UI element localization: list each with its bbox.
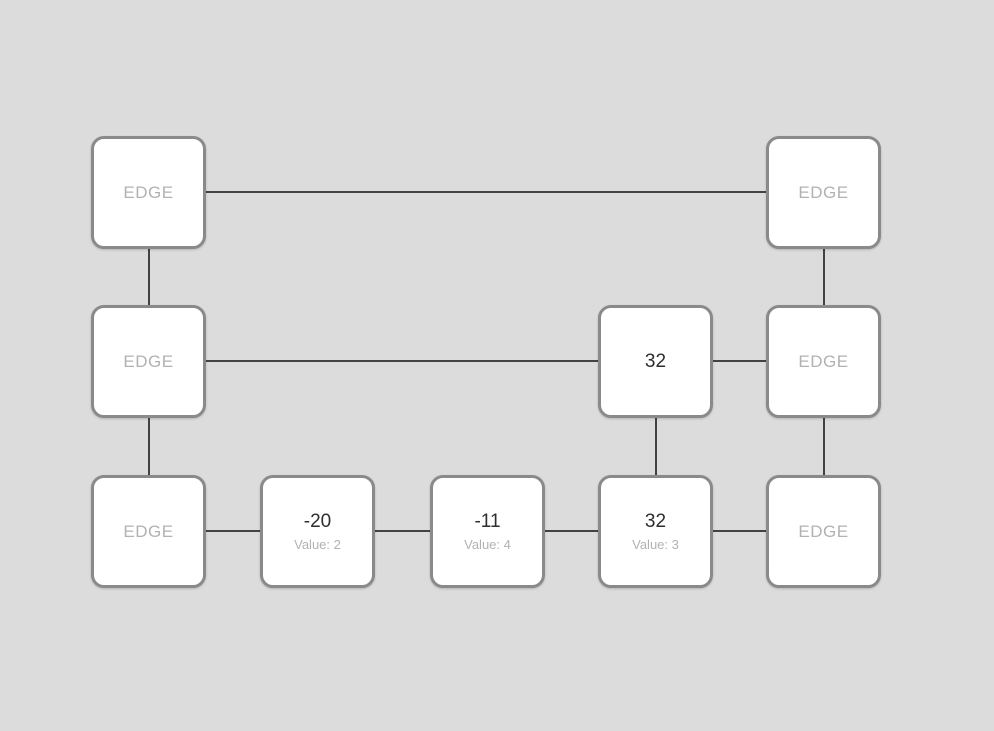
node-label: 32 xyxy=(644,511,667,532)
node-sub-label: Value: 3 xyxy=(632,537,679,552)
graph-node-edge-placeholder[interactable]: EDGE xyxy=(91,305,206,418)
graph-connector xyxy=(148,418,150,475)
graph-connector xyxy=(823,249,825,305)
graph-connector xyxy=(655,418,657,475)
graph-connector xyxy=(206,360,598,362)
graph-node-edge-placeholder[interactable]: EDGE xyxy=(91,475,206,588)
graph-node-edge-placeholder[interactable]: EDGE xyxy=(766,475,881,588)
node-label: 32 xyxy=(644,351,667,372)
node-label: EDGE xyxy=(798,352,849,371)
graph-connector xyxy=(713,530,766,532)
node-label: EDGE xyxy=(123,522,174,541)
node-sub-label: Value: 4 xyxy=(464,537,511,552)
graph-connector xyxy=(375,530,430,532)
node-label: EDGE xyxy=(798,522,849,541)
node-sub-label: Value: 2 xyxy=(294,537,341,552)
graph-node-edge-placeholder[interactable]: EDGE xyxy=(766,136,881,249)
node-label: -20 xyxy=(303,511,332,532)
graph-connector xyxy=(148,249,150,305)
graph-node-edge-placeholder[interactable]: EDGE xyxy=(766,305,881,418)
graph-node-value[interactable]: 32 xyxy=(598,305,713,418)
graph-connector xyxy=(206,530,260,532)
node-label: EDGE xyxy=(798,183,849,202)
graph-connector xyxy=(545,530,598,532)
graph-node-edge-placeholder[interactable]: EDGE xyxy=(91,136,206,249)
node-label: -11 xyxy=(474,511,501,532)
node-label: EDGE xyxy=(123,183,174,202)
graph-connector xyxy=(823,418,825,475)
node-label: EDGE xyxy=(123,352,174,371)
graph-connector xyxy=(713,360,766,362)
graph-connector xyxy=(206,191,766,193)
